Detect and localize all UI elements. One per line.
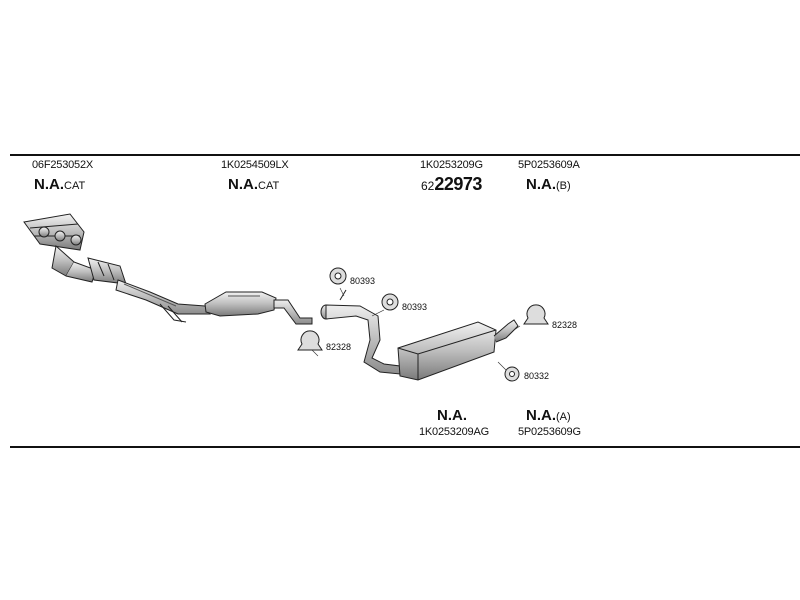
rubber-mount-icon-2 — [381, 293, 399, 311]
front-catalyst — [87, 257, 127, 285]
exhaust-manifold — [23, 213, 97, 283]
rear-silencer-b-main: N.A. — [526, 176, 556, 193]
catalyst-front-label: N.A.CAT — [34, 176, 85, 193]
rear-silencer-a-label: N.A.(A) — [526, 407, 571, 424]
part-code-rear-silencer-b: 5P0253609A — [518, 159, 580, 171]
pipe-clamp-icon-2 — [523, 304, 549, 325]
center-catalyst — [204, 291, 277, 317]
partnumber-number: 22973 — [434, 174, 482, 194]
intermediate-pipe — [273, 299, 313, 325]
ref-clamp-left: 82328 — [326, 342, 351, 352]
rear-silencer-a-main: N.A. — [526, 407, 556, 424]
rear-silencer-label: N.A. — [437, 407, 467, 424]
ref-clamp-right: 82328 — [552, 320, 577, 330]
ref-hanger: 80332 — [524, 371, 549, 381]
partnumber-prefix: 62 — [421, 179, 435, 193]
part-code-catalyst-front: 06F253052X — [32, 159, 93, 171]
ref-bracket-2: 80393 — [402, 302, 427, 312]
part-code-catalyst-mid: 1K0254509LX — [221, 159, 289, 171]
front-pipe — [115, 279, 211, 323]
hanger-icon — [504, 366, 520, 382]
middle-silencer-partnumber: 6222973 — [421, 174, 482, 195]
catalyst-front-suffix: CAT — [64, 180, 86, 192]
rear-silencer-b-suffix: (B) — [556, 180, 571, 192]
rear-silencer-b-label: N.A.(B) — [526, 176, 571, 193]
rubber-mount-icon — [329, 267, 347, 285]
catalyst-mid-label: N.A.CAT — [228, 176, 279, 193]
rear-silencer-main: N.A. — [437, 407, 467, 424]
rear-silencer — [397, 319, 519, 381]
catalyst-mid-suffix: CAT — [258, 180, 280, 192]
bottom-divider-line — [10, 446, 800, 448]
catalyst-front-main: N.A. — [34, 176, 64, 193]
pipe-clamp-icon — [297, 330, 323, 351]
part-code-rear-silencer: 1K0253209AG — [419, 426, 489, 438]
top-divider-line — [10, 154, 800, 156]
ref-bracket-1: 80393 — [350, 276, 375, 286]
part-code-rear-silencer-a: 5P0253609G — [518, 426, 581, 438]
leader-lines — [311, 287, 521, 371]
part-code-middle-silencer: 1K0253209G — [420, 159, 483, 171]
rear-silencer-a-suffix: (A) — [556, 411, 571, 423]
catalyst-mid-main: N.A. — [228, 176, 258, 193]
